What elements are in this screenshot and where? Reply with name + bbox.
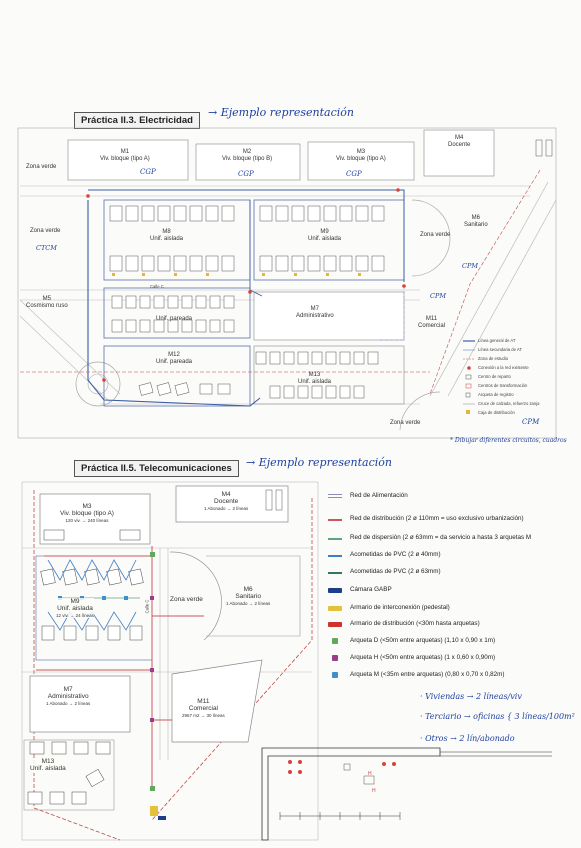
block-m10 — [103, 287, 251, 339]
legend-item: Arqueta H (<50m entre arquetas) (1 x 0,6… — [350, 654, 496, 661]
legend-item: Arqueta de registro — [478, 392, 514, 397]
street-calle-c: Calle C — [144, 599, 150, 614]
legend-swatch — [328, 588, 342, 593]
legend-item: Armario de interconexión (pedestal) — [350, 604, 450, 611]
legend-item: Acometidas de PVC (2 ø 40mm) — [350, 551, 441, 558]
legend-item: Red de Alimentación — [350, 492, 408, 499]
detail-label: H — [368, 771, 372, 777]
block-m12 — [103, 345, 251, 407]
legend-item: Armario de distribución (<30m hasta arqu… — [350, 620, 480, 627]
block-m1 — [67, 139, 189, 181]
legend-swatch — [332, 655, 338, 661]
handnote-cgp-1: CGP — [140, 168, 156, 176]
legend-swatch — [328, 555, 342, 557]
legend-swatch — [328, 519, 342, 521]
detail-label: H — [372, 788, 376, 794]
telecom-site-plan — [21, 481, 552, 841]
margin-handnote: * Dibujar diferentes circuitos, cuadros — [450, 437, 567, 444]
legend-item: Arqueta D (<50m entre arquetas) (1,10 x … — [350, 637, 496, 644]
electricity-site-plan — [17, 127, 557, 439]
handnote-cpm-3: CPM — [522, 418, 540, 426]
handnote-cpm-1: CPM — [462, 262, 479, 270]
electricidad-handnote: → Ejemplo representación — [208, 106, 354, 119]
block-m13 — [23, 739, 115, 811]
legend-item: Red de distribución (2 ø 110mm = uso exc… — [350, 515, 524, 522]
legend-item: Caja de distribución — [478, 410, 515, 415]
legend-item: Cruce de calzada, refuerzo zanja — [478, 401, 540, 406]
block-m4 — [175, 485, 289, 523]
legend-swatch — [328, 572, 342, 574]
zone-m10: Unif. pareada — [156, 316, 193, 322]
legend-item: Zona de estudio — [478, 356, 509, 361]
handnote-cpm-2: CPM — [430, 292, 447, 300]
legend-item: Red de dispersión (2 ø 63mm = da servici… — [350, 534, 532, 541]
zone-verde-3: Zona verde — [420, 232, 451, 238]
legend-item: Línea general de AT — [478, 338, 516, 343]
block-m13 — [253, 345, 405, 405]
detail-drawing — [261, 747, 552, 841]
street-calle-c: Calle C — [150, 284, 164, 289]
legend-item: Acometidas de PVC (2 ø 63mm) — [350, 568, 441, 575]
legend-item: Línea secundaria de AT — [478, 347, 522, 352]
zone-verde: Zona verde — [170, 596, 203, 603]
legend-swatch — [328, 622, 342, 627]
zone-verde-2: Zona verde — [30, 228, 61, 234]
legend-item: Centro de reparto — [478, 374, 511, 379]
handnote-ctcm: CTCM — [36, 244, 57, 252]
handnote-viviendas: · Viviendas → 2 líneas/viv — [420, 692, 522, 701]
block-m3 — [39, 493, 151, 545]
block-m4 — [423, 129, 495, 177]
legend-swatch — [332, 672, 338, 678]
telecom-handnote: → Ejemplo representación — [246, 456, 392, 469]
legend-item: Arqueta M (<35m entre arquetas) (0,80 x … — [350, 671, 505, 678]
legend-item: Cámara GABP — [350, 586, 392, 593]
block-m7 — [29, 675, 131, 733]
electricidad-title: Práctica II.3. Electricidad — [74, 112, 200, 129]
handnote-terciario: · Terciario → oficinas { 3 líneas/100m² — [420, 712, 575, 721]
block-m3 — [307, 141, 415, 181]
zone-verde-4: Zona verde — [390, 420, 421, 426]
handnote-cgp-2: CGP — [238, 170, 254, 178]
legend-swatch — [328, 538, 342, 540]
legend-item: Conexión a la red existente — [478, 365, 529, 370]
legend-swatch — [332, 638, 338, 644]
zone-verde-1: Zona verde — [26, 164, 57, 170]
handnote-otros: · Otros → 2 lín/abonado — [420, 734, 515, 743]
legend-item: Centros de transformación — [478, 383, 528, 388]
legend-swatch — [328, 494, 342, 495]
handnote-cgp-3: CGP — [346, 170, 362, 178]
block-m2 — [195, 143, 301, 181]
legend-swatch — [328, 606, 342, 611]
telecom-title: Práctica II.5. Telecomunicaciones — [74, 460, 239, 477]
